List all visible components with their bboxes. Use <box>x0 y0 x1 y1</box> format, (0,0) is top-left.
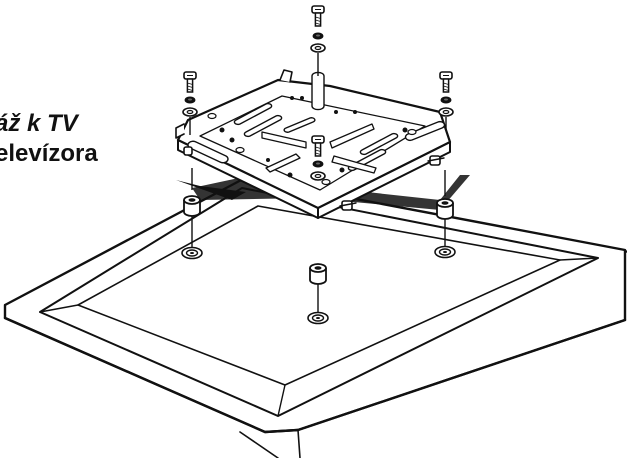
spacer-right <box>436 198 454 220</box>
mount-hole-bottom <box>307 311 329 325</box>
bracket-holes <box>219 96 408 178</box>
bracket-slots <box>187 71 446 172</box>
flat-washer-left <box>182 107 198 117</box>
heading-line-2: elevízora <box>0 140 98 167</box>
tv-mount-points <box>181 168 456 325</box>
mount-hole-right <box>434 245 456 259</box>
screw-right <box>439 71 453 93</box>
section-heading: áž k TV elevízora <box>0 109 98 169</box>
flat-washer-right <box>438 107 454 117</box>
spacer-bottom <box>309 263 327 285</box>
screw-left <box>183 71 197 93</box>
flat-washer-center <box>310 171 326 181</box>
spacer-left <box>183 195 201 217</box>
lock-washer-top <box>312 32 324 40</box>
bracket-x-slots <box>261 123 377 174</box>
lock-washer-right <box>440 96 452 104</box>
screw-top <box>311 5 325 27</box>
lock-washer-center <box>312 160 324 168</box>
bracket-plate <box>176 78 452 210</box>
flat-washer-top <box>310 43 326 53</box>
fastener-set <box>182 5 454 181</box>
bracket-knobs <box>183 146 441 211</box>
lock-washer-left <box>184 96 196 104</box>
mount-hole-left <box>181 246 203 260</box>
heading-line-1: áž k TV <box>0 110 78 137</box>
